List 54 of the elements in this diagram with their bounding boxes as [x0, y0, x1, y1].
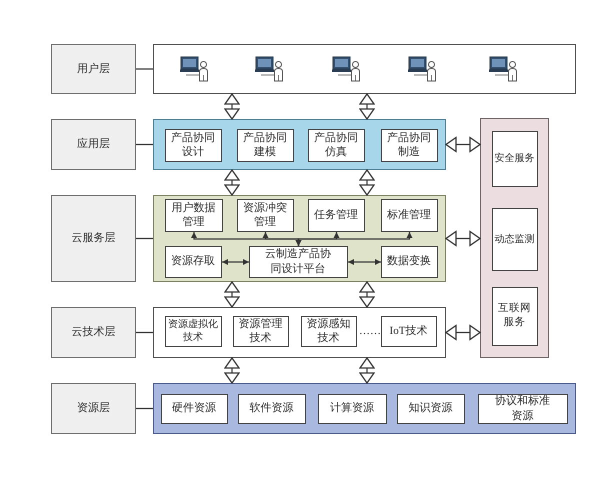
module-box: 产品协同设计 — [164, 128, 222, 162]
layer-label-box: 资源层 — [51, 383, 136, 434]
module-box: 软件资源 — [238, 394, 306, 424]
module-box: 知识资源 — [396, 394, 464, 424]
layer-panel — [153, 44, 576, 94]
module-box: 产品协同仿真 — [308, 128, 364, 162]
module-box: 资源存取 — [164, 246, 222, 278]
block-double-arrow — [359, 93, 375, 120]
layer-panel — [153, 119, 446, 170]
block-double-arrow — [445, 136, 481, 152]
block-double-arrow — [224, 357, 240, 384]
module-box: 资源管理技术 — [232, 316, 288, 346]
module-box: 协议和标准资源 — [478, 394, 568, 424]
module-box: 任务管理 — [308, 198, 364, 232]
module-box: 安全服务 — [492, 130, 538, 186]
block-double-arrow — [445, 230, 481, 246]
connector-line — [136, 144, 153, 146]
module-box: 产品协同制造 — [380, 128, 438, 162]
module-box: 硬件资源 — [160, 394, 228, 424]
block-double-arrow — [359, 169, 375, 196]
layer-label-box: 应用层 — [51, 119, 136, 170]
module-box: 标准管理 — [380, 198, 438, 232]
double-arrow — [296, 232, 412, 246]
block-double-arrow — [359, 281, 375, 308]
layer-label-box: 云服务层 — [51, 195, 136, 282]
ellipsis-label: …… — [359, 326, 381, 337]
block-double-arrow — [224, 169, 240, 196]
connector-line — [136, 68, 153, 70]
module-box: 用户数据管理 — [164, 198, 222, 232]
layer-panel — [153, 307, 446, 358]
side-panel — [480, 118, 549, 358]
module-box: IoT技术 — [380, 316, 436, 346]
module-box: 资源冲突管理 — [236, 198, 294, 232]
connector-line — [136, 238, 153, 240]
connector-line — [136, 332, 153, 334]
module-box: 数据变换 — [380, 246, 438, 278]
layer-panel — [153, 383, 576, 434]
module-box: 动态监测 — [492, 208, 538, 270]
layer-panel — [153, 195, 446, 282]
module-box: 互联网服务 — [492, 286, 538, 346]
module-box: 云制造产品协同设计平台 — [248, 246, 348, 278]
module-box: 计算资源 — [318, 394, 386, 424]
block-double-arrow — [224, 93, 240, 120]
layer-label-box: 云技术层 — [51, 307, 136, 358]
double-arrow — [348, 259, 381, 265]
block-double-arrow — [224, 281, 240, 308]
block-double-arrow — [359, 357, 375, 384]
module-box: 资源虚拟化技术 — [164, 316, 222, 346]
connector-line — [136, 408, 153, 410]
layer-label-box: 用户层 — [51, 44, 136, 94]
double-arrow — [222, 259, 249, 265]
block-double-arrow — [445, 324, 481, 340]
module-box: 产品协同建模 — [236, 128, 294, 162]
module-box: 资源感知技术 — [300, 316, 356, 346]
